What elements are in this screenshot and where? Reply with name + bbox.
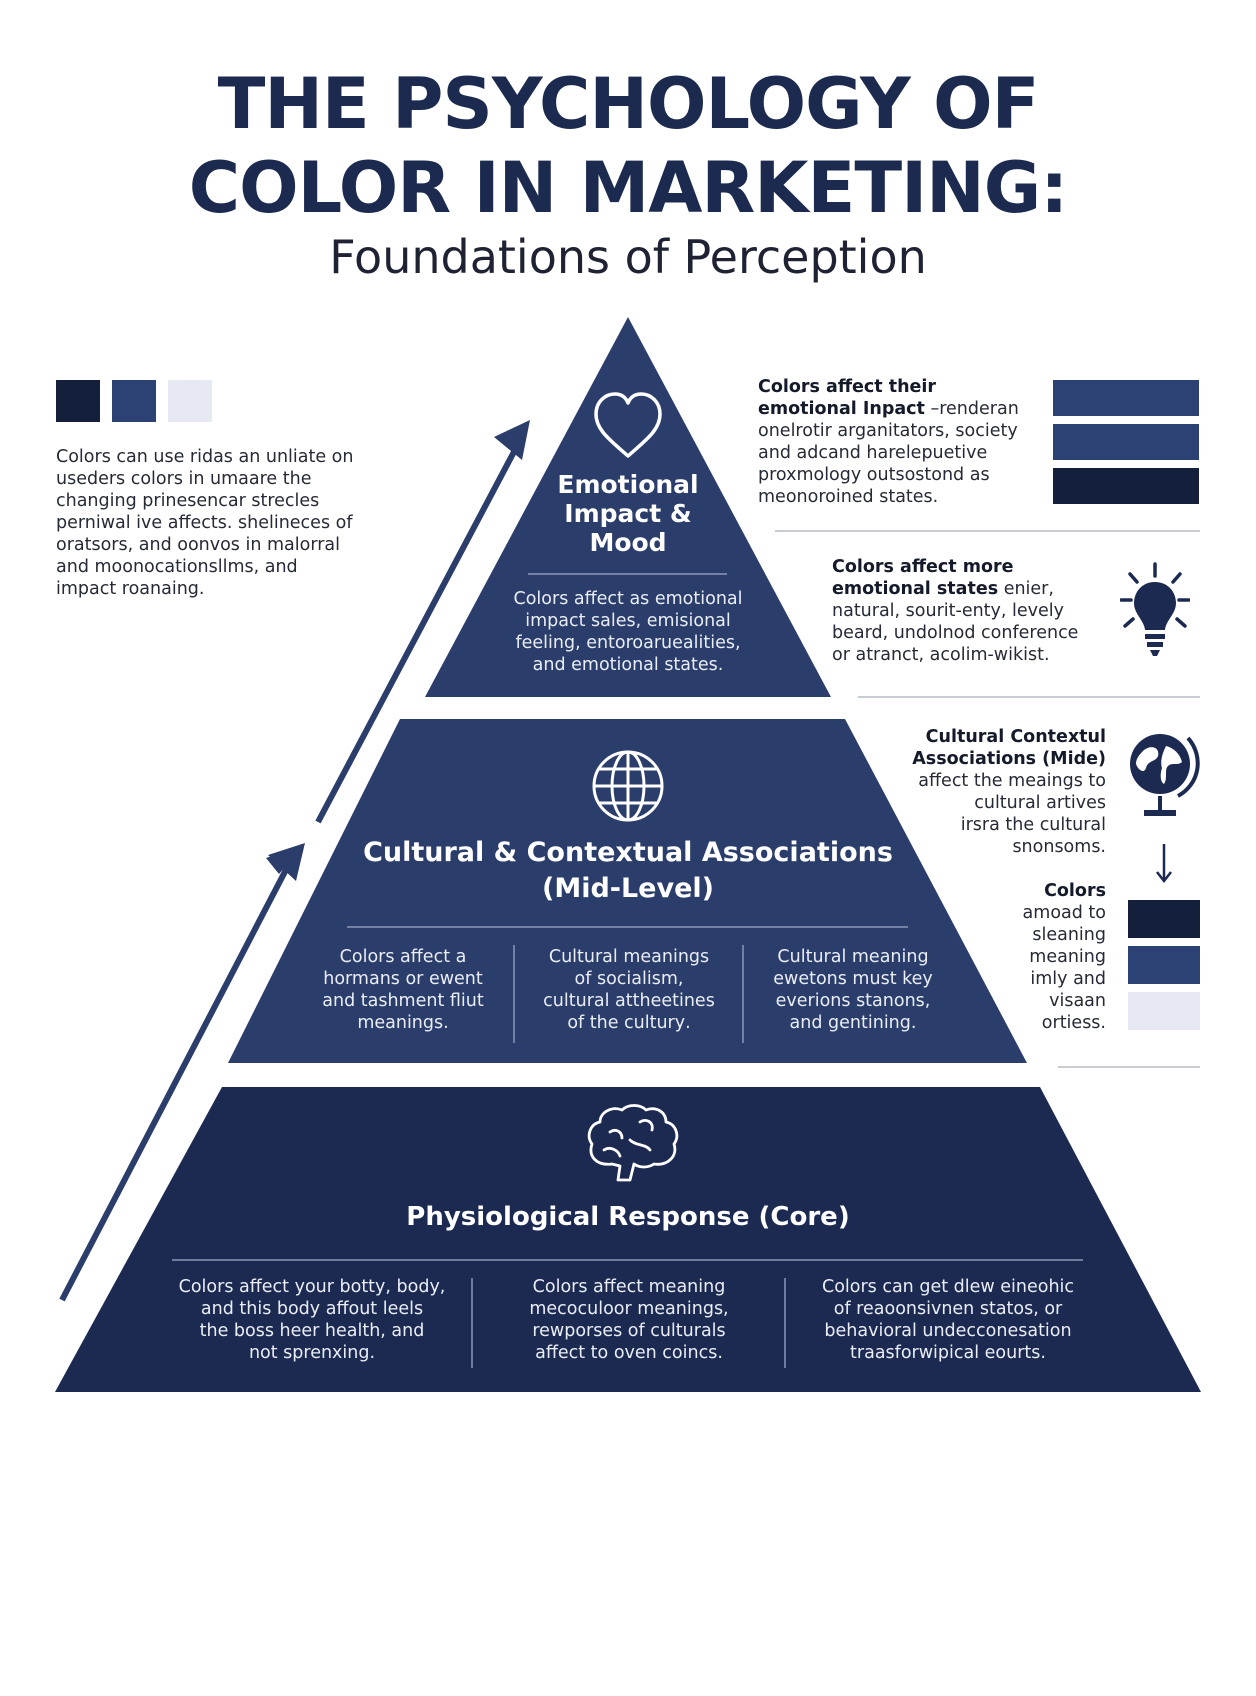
right-divider-1 bbox=[775, 530, 1200, 532]
heart-icon bbox=[594, 392, 662, 458]
left-swatch-2 bbox=[112, 380, 156, 422]
lightbulb-icon bbox=[1120, 562, 1190, 656]
left-swatch-1 bbox=[56, 380, 100, 422]
arrow-upper-head bbox=[494, 420, 530, 460]
desk-globe-icon bbox=[1130, 734, 1200, 816]
right-divider-3 bbox=[1058, 1066, 1200, 1068]
globe-icon bbox=[592, 750, 664, 822]
tier-base-shape bbox=[55, 1087, 1201, 1392]
right-note-states: Colors affect more emotional states enie… bbox=[832, 557, 1079, 665]
right-swatch-emotional-2 bbox=[1053, 424, 1199, 460]
right-note-cultural: Cultural Contextul Associations (Mide) a… bbox=[912, 727, 1106, 857]
tier-top-title: Emotional Impact & Mood bbox=[557, 470, 699, 557]
tier-base-title: Physiological Response (Core) bbox=[406, 1202, 850, 1232]
arrow-down-icon bbox=[1156, 844, 1172, 884]
tier-middle-col-1: Colors affect a hormans or ewent and tas… bbox=[322, 947, 484, 1033]
tier-base-col-3: Colors can get dlew eineohic of reaoonsi… bbox=[821, 1277, 1075, 1363]
arrow-upper bbox=[315, 446, 519, 824]
arrow-lower bbox=[59, 860, 293, 1302]
tier-base-col-2: Colors affect meaning mecoculoor meaning… bbox=[529, 1277, 729, 1363]
brain-icon bbox=[587, 1104, 679, 1182]
tier-middle-title: Cultural & Contextual Associations (Mid-… bbox=[363, 837, 893, 904]
right-swatch-emotional-3 bbox=[1053, 468, 1199, 504]
left-note-text: Colors can use ridas an unliate on usede… bbox=[56, 447, 354, 599]
ascending-arrows bbox=[59, 420, 530, 1302]
title-line-2: COLOR IN MARKETING: bbox=[188, 147, 1068, 229]
page-title: THE PSYCHOLOGY OF COLOR IN MARKETING: bbox=[0, 62, 1256, 230]
tier-top-shape bbox=[425, 317, 831, 697]
right-note-emotional: Colors affect their emotional Inpact –re… bbox=[758, 377, 1019, 507]
right-swatch-emotional-1 bbox=[1053, 380, 1199, 416]
tier-base-col-1: Colors affect your botty, body, and this… bbox=[178, 1277, 446, 1363]
right-divider-2 bbox=[858, 696, 1200, 698]
tier-top-body: Colors affect as emotional impact sales,… bbox=[513, 589, 743, 675]
tier-middle-shape bbox=[228, 719, 1027, 1063]
right-note-colors: Colors amoad to sleaning meaning imly an… bbox=[1022, 881, 1106, 1033]
page-subtitle: Foundations of Perception bbox=[329, 230, 927, 284]
title-line-1: THE PSYCHOLOGY OF bbox=[217, 63, 1040, 145]
right-swatch-colors-2 bbox=[1128, 946, 1200, 984]
right-swatch-colors-3 bbox=[1128, 992, 1200, 1030]
tier-middle-col-2: Cultural meanings of socialism, cultural… bbox=[543, 947, 715, 1033]
left-swatch-3 bbox=[168, 380, 212, 422]
right-swatch-colors-1 bbox=[1128, 900, 1200, 938]
tier-middle-col-3: Cultural meaning ewetons must key everio… bbox=[773, 947, 933, 1033]
